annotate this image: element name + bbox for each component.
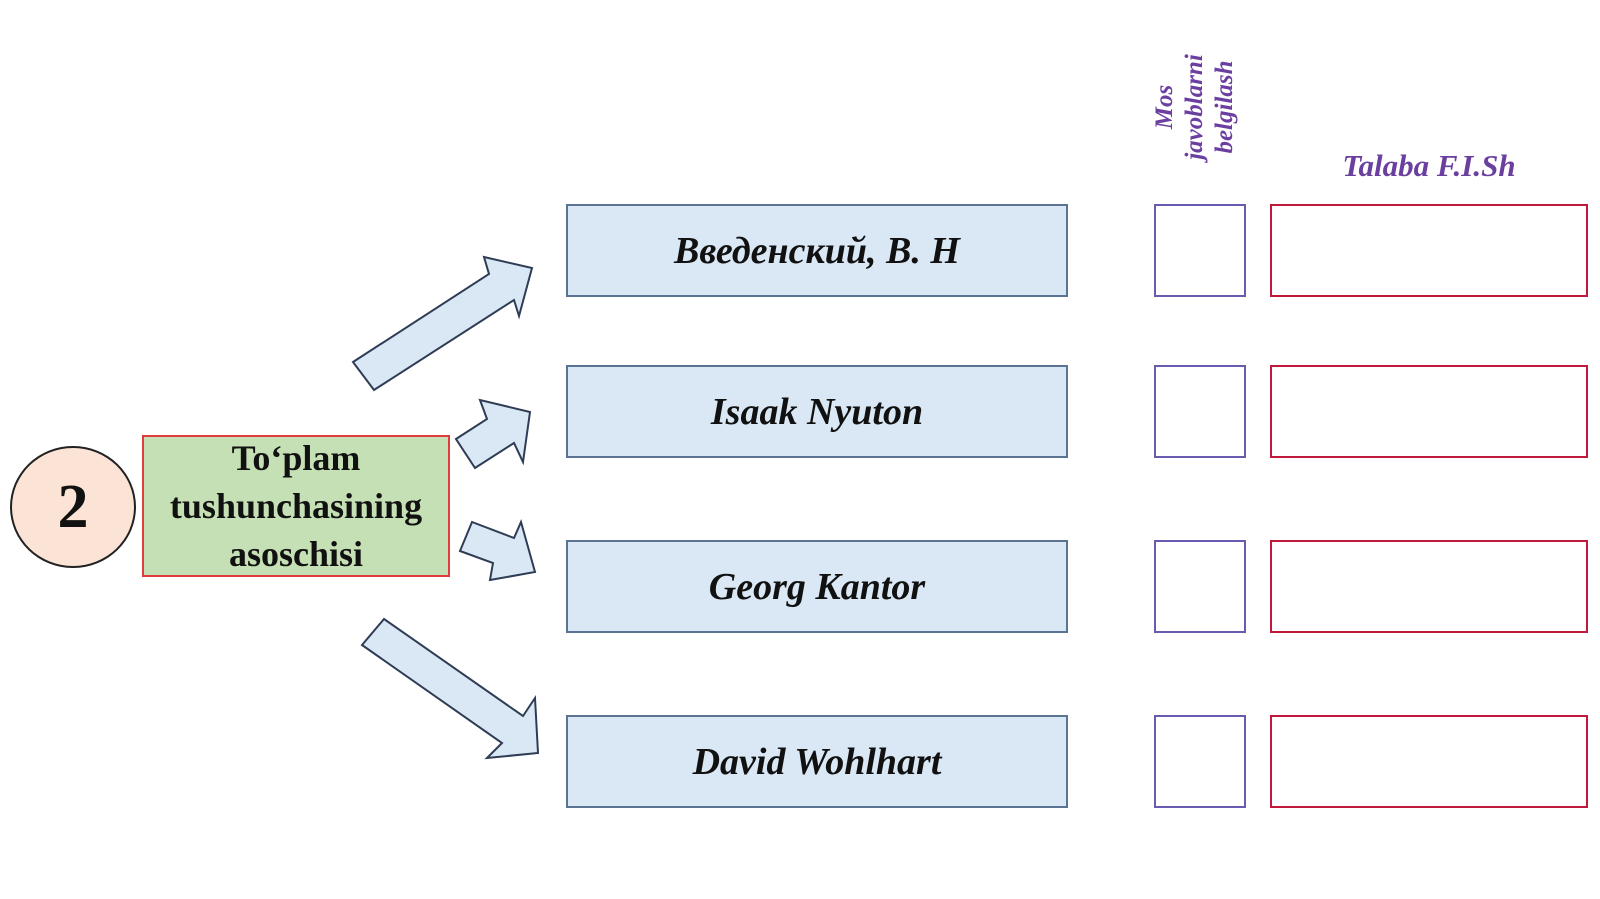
student-name-field-3[interactable] [1270,540,1588,633]
question-number-badge: 2 [10,446,136,568]
answer-check-box-4[interactable] [1154,715,1246,808]
option-box-1: Введенский, В. Н [566,204,1068,297]
mark-answers-header-text: Mos javoblarni belgilash [1151,54,1238,160]
question-topic-box: To‘plam tushunchasining asoschisi [142,435,450,577]
student-name-header: Talaba F.I.Sh [1342,148,1516,183]
student-name-field-4[interactable] [1270,715,1588,808]
mark-answers-header: Mos javoblarni belgilash [1151,22,1238,192]
arrow-to-option-1 [351,255,534,392]
student-name-field-2[interactable] [1270,365,1588,458]
arrow-to-option-2 [454,398,532,470]
arrow-to-option-4 [360,617,540,760]
option-box-2: Isaak Nyuton [566,365,1068,458]
student-name-field-1[interactable] [1270,204,1588,297]
option-box-3: Georg Kantor [566,540,1068,633]
arrow-to-option-3 [458,519,537,582]
answer-check-box-1[interactable] [1154,204,1246,297]
option-box-4: David Wohlhart [566,715,1068,808]
answer-check-box-3[interactable] [1154,540,1246,633]
answer-check-box-2[interactable] [1154,365,1246,458]
